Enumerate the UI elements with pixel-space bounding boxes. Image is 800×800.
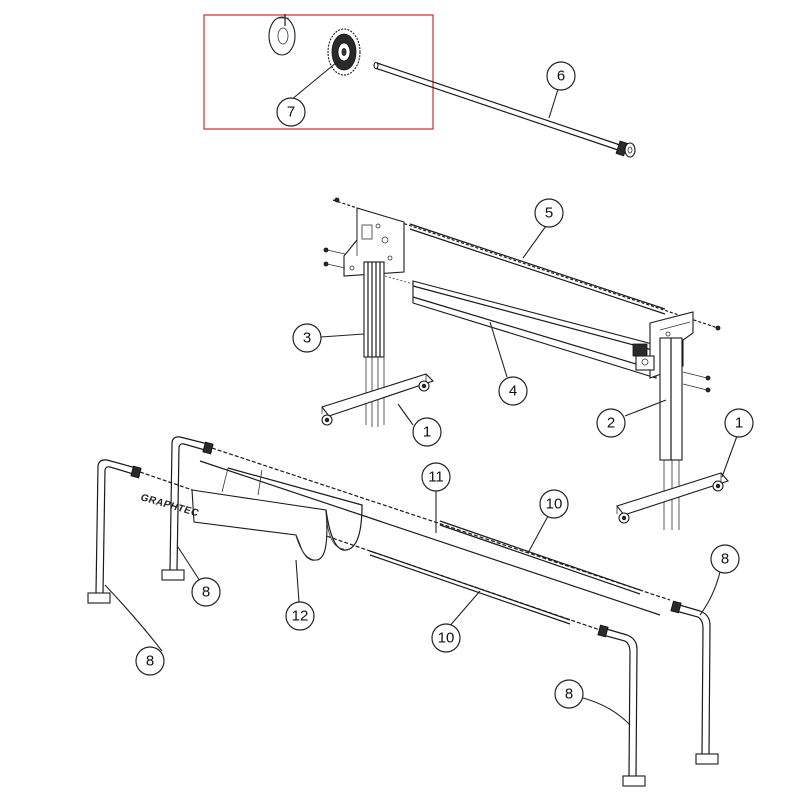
callout-part-4: 4 <box>498 376 528 406</box>
svg-text:1: 1 <box>423 424 431 441</box>
basket-frame-front-right <box>597 624 646 787</box>
cross-beam <box>384 275 657 379</box>
left-foot <box>321 373 435 426</box>
callout-part-11: 11 <box>421 462 451 492</box>
basket-frame-front-left <box>87 459 142 604</box>
svg-text:8: 8 <box>146 653 154 670</box>
left-bracket <box>343 207 405 277</box>
basket-frame-rear-right <box>670 600 719 765</box>
callout-part-3: 3 <box>292 323 322 353</box>
svg-text:3: 3 <box>303 330 311 347</box>
screws-left <box>323 197 346 269</box>
svg-text:1: 1 <box>735 415 743 432</box>
callout-part-8-front-left: 8 <box>135 646 165 676</box>
svg-text:2: 2 <box>607 415 615 432</box>
callout-part-6: 6 <box>546 61 576 91</box>
svg-text:12: 12 <box>292 608 309 625</box>
callout-part-2: 2 <box>596 408 626 438</box>
basket-rods <box>139 447 671 631</box>
spool-flange <box>327 28 361 76</box>
callout-part-7: 7 <box>276 97 306 127</box>
callout-part-1-right: 1 <box>724 408 754 438</box>
basket-frame-rear-left <box>161 436 214 581</box>
callout-part-8-rear-right: 8 <box>710 544 740 574</box>
leader-lines <box>104 61 738 726</box>
flange-disc <box>268 14 296 56</box>
callout-part-5: 5 <box>534 198 564 228</box>
callout-part-8-rear-left: 8 <box>191 577 221 607</box>
callout-part-12: 12 <box>285 601 315 631</box>
svg-text:5: 5 <box>545 205 553 222</box>
svg-text:6: 6 <box>557 68 565 85</box>
svg-text:11: 11 <box>428 469 444 486</box>
callout-part-10-front: 10 <box>431 623 461 653</box>
screws-right <box>682 325 721 393</box>
highlight-box <box>203 14 434 130</box>
right-foot <box>616 472 729 524</box>
brand-label: GRAPHTEC <box>139 493 201 520</box>
svg-text:10: 10 <box>438 630 455 647</box>
svg-text:10: 10 <box>546 496 563 513</box>
callout-part-1-left: 1 <box>412 417 442 447</box>
svg-text:8: 8 <box>202 584 210 601</box>
svg-text:4: 4 <box>509 383 517 400</box>
fabric-basket <box>191 467 363 561</box>
roller-shaft <box>373 61 636 158</box>
callout-part-10-rear: 10 <box>539 489 569 519</box>
svg-text:7: 7 <box>287 104 295 121</box>
svg-text:8: 8 <box>721 551 729 568</box>
svg-text:8: 8 <box>565 686 573 703</box>
callout-part-8-front-right: 8 <box>554 679 584 709</box>
